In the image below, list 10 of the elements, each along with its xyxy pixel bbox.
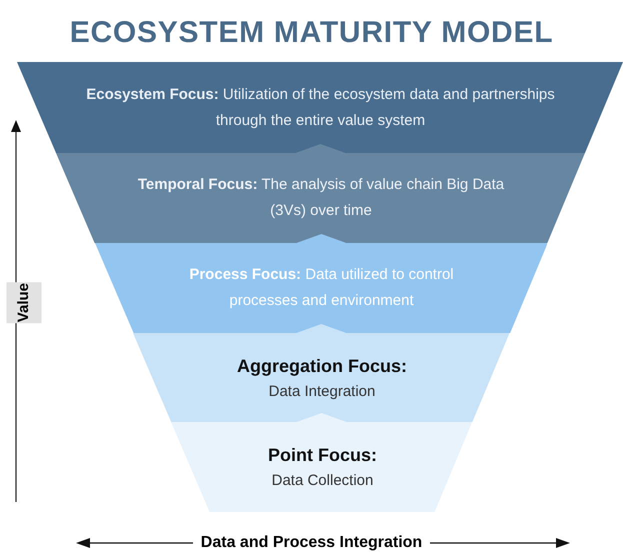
band-heading: Aggregation Focus:: [236, 354, 407, 378]
axis-label: Data and Process Integration: [192, 533, 430, 553]
band-text: Data Integration: [268, 382, 376, 402]
band-text: Process Focus: Data utilized to control processes and environment: [188, 265, 455, 311]
band-text: Ecosystem Focus: Utilization of the ecosystem data and partnerships through the entire value system: [86, 84, 555, 130]
axis-label: Value: [7, 282, 42, 324]
band-text: Data Collection: [272, 471, 374, 491]
band-text: Temporal Focus: The analysis of value chain Big Data (3Vs) over time: [136, 175, 506, 221]
title: ECOSYSTEM MATURITY MODEL: [68, 15, 554, 51]
band-heading: Point Focus:: [268, 444, 377, 467]
